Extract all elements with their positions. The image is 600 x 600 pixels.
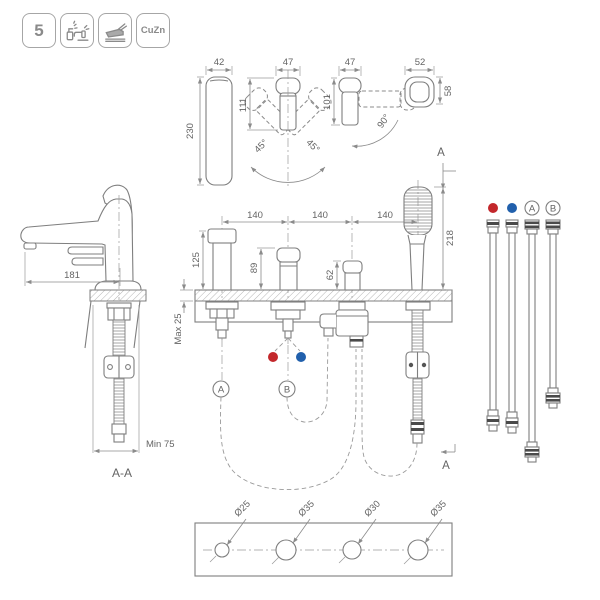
front-lever: 89 — [249, 247, 301, 291]
dim-front-spout-height: 125 — [191, 252, 202, 268]
cleaning-care-icon — [66, 20, 90, 41]
dim-diverter-width: 47 — [345, 57, 356, 68]
front-hand-shower: 218 — [403, 186, 456, 291]
under-spout — [205, 301, 239, 339]
hose-label-b: B — [550, 204, 556, 215]
dim-front-diverter-height: 62 — [325, 270, 336, 281]
dim-holder-height: 58 — [443, 86, 454, 97]
section-marker-bottom: A — [441, 444, 456, 472]
section-label: A-A — [112, 466, 132, 480]
dim-spout-width: 42 — [214, 57, 225, 68]
hose-a — [524, 219, 540, 463]
cold-supply-dot — [296, 352, 306, 362]
step-number-badge: 5 — [22, 13, 56, 48]
under-shower — [405, 301, 431, 444]
hose-b-callout: B — [284, 385, 290, 396]
dim-spout-height: 230 — [185, 123, 196, 139]
material-label: CuZn — [140, 25, 166, 36]
side-view: 181 Min 75 A-A — [20, 184, 175, 480]
front-diverter: 62 — [325, 260, 363, 291]
dim-front-lever-height: 89 — [249, 263, 260, 274]
top-view-shower-holder: 52 58 — [404, 57, 454, 108]
front-spout: 125 — [191, 228, 237, 291]
under-diverter — [319, 301, 369, 348]
top-view-spout: 42 230 — [185, 57, 233, 186]
hose-b — [545, 219, 561, 409]
drill-plate: Ø25 Ø35 Ø30 Ø35 — [194, 499, 453, 577]
faucet-profile-icon — [105, 22, 128, 42]
dim-diverter-swing: 90° — [375, 112, 392, 130]
section-letter-bottom: A — [442, 460, 450, 472]
dim-spacing-3: 140 — [377, 210, 393, 221]
hose-a-callout: A — [218, 385, 225, 396]
hole-2-diameter: Ø35 — [296, 499, 316, 519]
dim-spacing-2: 140 — [312, 210, 328, 221]
dim-lever-swing-left: 45° — [252, 137, 270, 155]
hose-panel: A B — [486, 200, 561, 463]
dim-lever-width: 47 — [283, 57, 294, 68]
faucet-type-badge — [98, 13, 132, 48]
dim-spacing-1: 140 — [247, 210, 263, 221]
dim-lever-height: 111 — [238, 98, 249, 112]
hole-4-diameter: Ø35 — [428, 499, 448, 519]
top-view-diverter-handle: 90° 47 101 — [322, 57, 417, 149]
front-view: Max 25 140 140 140 125 — [173, 180, 456, 490]
cold-hose-dot — [507, 203, 517, 213]
under-lever — [268, 301, 306, 362]
header-badges: 5 — [22, 13, 170, 48]
section-marker-top: A — [437, 147, 456, 189]
dim-lever-swing-right: 45° — [304, 137, 322, 155]
step-number: 5 — [34, 20, 44, 40]
dim-spout-reach: 181 — [64, 270, 80, 281]
hose-label-a: A — [529, 204, 536, 215]
hole-1-diameter: Ø25 — [232, 499, 252, 519]
dim-deck-thickness: Max 25 — [173, 313, 184, 344]
hose-routing: A B — [212, 337, 418, 490]
dim-diverter-height: 101 — [322, 94, 333, 110]
hot-supply-hose — [486, 219, 500, 432]
dim-front-shower-height: 218 — [445, 230, 456, 246]
top-view-lever: 45° 45° 47 111 — [238, 57, 332, 186]
dim-min-clearance: Min 75 — [146, 439, 175, 450]
material-badge: CuZn — [136, 13, 170, 48]
cold-supply-hose — [505, 219, 519, 434]
hot-supply-dot — [268, 352, 278, 362]
hole-3-diameter: Ø30 — [362, 499, 382, 519]
hot-hose-dot — [488, 203, 498, 213]
section-letter-top: A — [437, 147, 445, 159]
dim-holder-width: 52 — [415, 57, 426, 68]
cleaning-care-badge — [60, 13, 94, 48]
